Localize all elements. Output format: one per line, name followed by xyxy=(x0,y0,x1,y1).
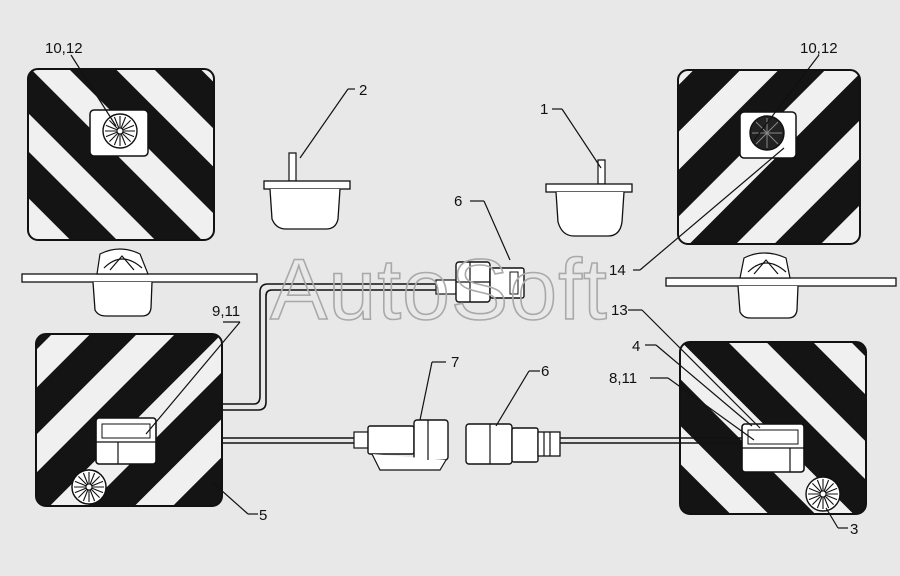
wire-lower xyxy=(222,437,742,444)
callout-1: 1 xyxy=(540,101,548,118)
reflector-icon xyxy=(102,113,138,149)
callout-2: 2 xyxy=(359,82,367,99)
callout-8-11: 8,11 xyxy=(609,370,637,387)
watermark-text: AutoSoft xyxy=(270,242,608,338)
callout-7: 7 xyxy=(451,354,459,371)
lamp-housing-top-right xyxy=(739,111,797,159)
reflector-icon xyxy=(71,469,107,505)
bracket-lamp-2 xyxy=(263,152,351,230)
callout-14: 14 xyxy=(609,262,626,279)
connector-6-top xyxy=(435,261,525,303)
lamp-housing-bottom-left xyxy=(95,417,157,465)
callout-3: 3 xyxy=(850,521,858,538)
reflector-bottom-right xyxy=(805,476,841,512)
callout-labels: 10,12 10,12 2 1 6 14 9,11 13 4 8,11 7 6 … xyxy=(45,40,858,538)
lamp-side-view-left xyxy=(21,248,258,317)
connector-6-bottom xyxy=(465,423,561,465)
callout-10-12-right: 10,12 xyxy=(800,40,838,57)
callout-10-12-left: 10,12 xyxy=(45,40,83,57)
lamp-side-view-right xyxy=(665,252,897,319)
callout-9-11: 9,11 xyxy=(212,303,240,320)
wire-upper xyxy=(222,283,436,411)
callout-13: 13 xyxy=(611,302,628,319)
marker-plate-bottom-right xyxy=(679,341,867,515)
reflector-bottom-left xyxy=(71,469,107,505)
lamp-housing-bottom-right xyxy=(741,423,805,473)
callout-4: 4 xyxy=(632,338,640,355)
marker-plate-top-right xyxy=(677,69,861,245)
lamp-housing-top-left xyxy=(89,109,149,157)
callout-6-bottom: 6 xyxy=(541,363,549,380)
marker-plate-bottom-left xyxy=(35,333,223,507)
connector-7 xyxy=(353,419,449,471)
bracket-lamp-1 xyxy=(545,159,633,237)
callout-6-top: 6 xyxy=(454,193,462,210)
callout-5: 5 xyxy=(259,507,267,524)
leader-lines xyxy=(70,54,848,529)
marker-plate-top-left xyxy=(27,68,215,241)
reflector-icon xyxy=(805,476,841,512)
